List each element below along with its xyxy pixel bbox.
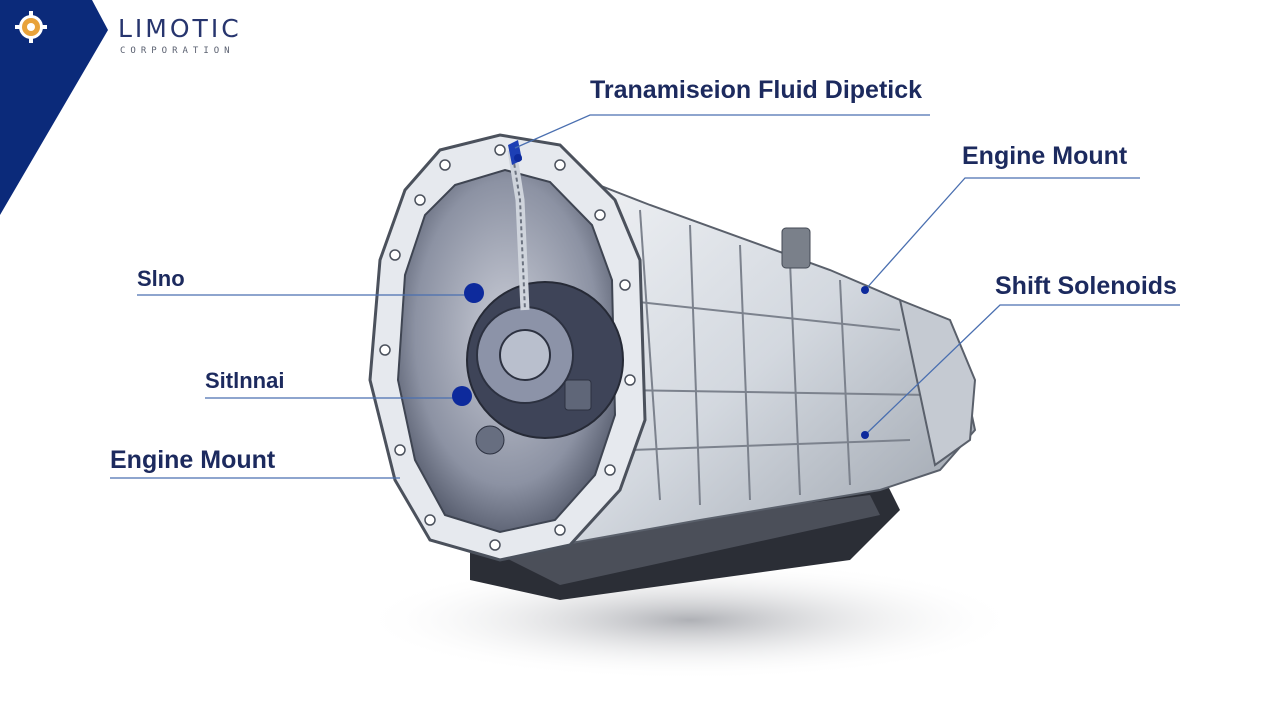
vent-tube	[781, 227, 811, 269]
case-ribs	[619, 209, 931, 506]
marker-engine-mount-right	[861, 286, 869, 294]
tail-housing	[898, 298, 977, 467]
marker-solenoid-left	[452, 386, 472, 406]
marker-dipstick	[514, 154, 522, 162]
input-shaft	[499, 329, 551, 381]
callout-markers	[452, 154, 869, 439]
pump-boss	[475, 425, 505, 455]
brand-corner-badge	[0, 0, 108, 215]
leader-line-shift-solenoids	[864, 304, 1180, 436]
callout-label-engine-mount-left: Engine Mount	[110, 446, 276, 474]
leader-lines	[110, 114, 1180, 479]
flange-bolt-holes	[379, 144, 636, 551]
gear-logo-icon	[15, 11, 47, 43]
callout-label-engine-mount-right: Engine Mount	[962, 142, 1128, 170]
marker-shift-solenoids	[861, 431, 869, 439]
callout-label-transmission-fluid-dipstick: Tranamiseion Fluid Dipetick	[590, 76, 923, 104]
leader-line-dipstick	[514, 114, 930, 149]
callout-label-shift-solenoids: Shift Solenoids	[995, 272, 1177, 300]
transmission-case	[559, 168, 977, 547]
marker-seal-left	[464, 283, 484, 303]
callout-label-solenoid-left: Sitlnnai	[205, 368, 285, 393]
oil-pan-rim	[480, 495, 880, 585]
leader-line-engine-mount-right	[864, 177, 1140, 291]
valve-fitting	[564, 379, 592, 411]
brand-subtitle: CORPORATION	[120, 46, 235, 56]
brand-name: LIMOTIC	[118, 14, 242, 43]
callout-label-seal-left: Slno	[137, 266, 185, 291]
